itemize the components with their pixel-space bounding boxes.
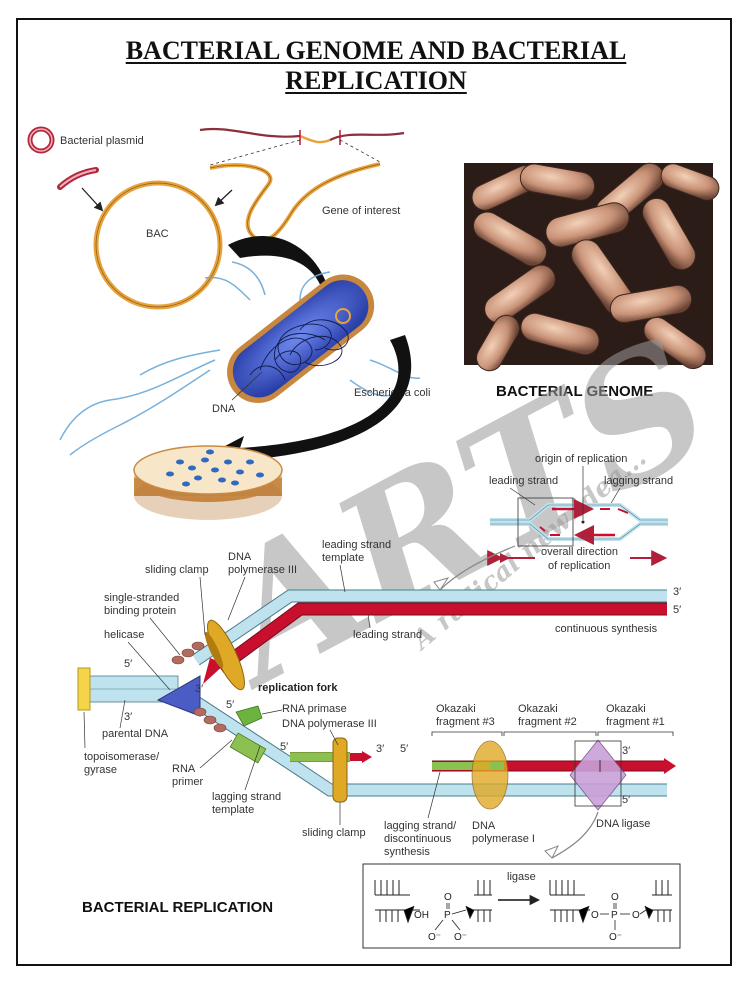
rna-primer-label-1: RNA [172, 763, 196, 775]
phosphate-left-o-top: O [444, 892, 452, 903]
leading-strand-label: leading strand [353, 629, 422, 641]
bac-ring [93, 180, 223, 310]
okazaki3-label-2: fragment #3 [436, 716, 495, 728]
lagging-strand-top-label: lagging strand [604, 475, 673, 487]
okazaki2-label-2: fragment #2 [518, 716, 577, 728]
dna-ligase [569, 739, 627, 811]
topoisomerase-label-2: gyrase [84, 764, 117, 776]
continuous-synthesis-label: continuous synthesis [555, 623, 658, 635]
ligase-zoom-box [574, 740, 622, 807]
lagging-template-label-1: lagging strand [212, 791, 281, 803]
bac-label: BAC [146, 228, 169, 240]
rna-primase-label: RNA primase [282, 703, 347, 715]
topoisomerase [77, 667, 91, 711]
okazaki2-label-1: Okazaki [518, 703, 558, 715]
leading-template-3prime: 3′ [673, 586, 681, 598]
genome-illustration: Bacterial plasmid BAC Gene of interest [27, 126, 430, 520]
phosphate-right-o-right: O [632, 910, 640, 921]
parental-5prime: 5′ [124, 658, 132, 670]
gene-segment [299, 134, 331, 144]
okazaki-primer-green [432, 762, 492, 770]
fork-3prime: 3′ [195, 683, 203, 695]
bac-in-cell [335, 308, 351, 324]
leading-template-label-2: template [322, 552, 364, 564]
origin-label: origin of replication [535, 453, 627, 465]
phosphate-left-o-bl: O⁻ [428, 932, 441, 943]
sliding-clamp-bottom [332, 737, 348, 803]
okazaki1-3prime: 3′ [622, 745, 630, 757]
phosphate-left-o-br: O⁻ [454, 932, 467, 943]
bacterial-replication-heading: BACTERIAL REPLICATION [82, 899, 273, 916]
dna-pol1-label-2: polymerase I [472, 833, 535, 845]
phosphate-left-p: P [444, 910, 451, 921]
replication-bubble: origin of replication leading strand lag… [433, 453, 673, 591]
parental-3prime: 3′ [124, 711, 132, 723]
primase-5prime: 5′ [226, 699, 234, 711]
ligase-right-comb [549, 880, 672, 924]
title-line-1: BACTERIAL GENOME AND BACTERIAL [125, 36, 627, 65]
genomic-dna-left [199, 127, 301, 138]
leading-strand-5prime: 5′ [673, 604, 681, 616]
hydroxyl-label: OH [414, 910, 429, 921]
okazaki3-label-1: Okazaki [436, 703, 476, 715]
dna-polymerase-1 [471, 740, 509, 810]
ssb-label-2: binding protein [104, 605, 176, 617]
okazaki1-5prime: 5′ [622, 794, 630, 806]
ecoli-micrograph [464, 162, 720, 372]
fragment-3-3prime: 3′ [376, 743, 384, 755]
dna-tangle [249, 319, 349, 381]
dna-pol1-label-1: DNA [472, 820, 496, 832]
title-line-2: REPLICATION [285, 66, 467, 95]
flagella [59, 261, 421, 456]
leading-strand [216, 603, 667, 673]
genomic-dna-right [329, 131, 405, 141]
gene-label: Gene of interest [322, 205, 400, 217]
dna-pol3-mid-label: DNA polymerase III [282, 718, 377, 730]
dna-ligase-label: DNA ligase [596, 818, 650, 830]
sliding-clamp-bottom-label: sliding clamp [302, 827, 366, 839]
overall-direction-label-1: overall direction [541, 546, 618, 558]
plasmid-label: Bacterial plasmid [60, 135, 144, 147]
dna-label: DNA [212, 403, 236, 415]
lagging-template-label-2: template [212, 804, 254, 816]
replication-labels: sliding clamp DNA polymerase III leading… [83, 539, 681, 858]
petri-dish [133, 445, 283, 520]
replication-fork-label: replication fork [258, 682, 338, 694]
helicase [156, 675, 201, 717]
replication-fork-diagram [77, 589, 676, 859]
phosphate-right-o-bottom: O⁻ [609, 932, 622, 943]
okazaki1-label-2: fragment #1 [606, 716, 665, 728]
zoom-box [517, 497, 574, 547]
parental-dna-label: parental DNA [102, 728, 169, 740]
phosphate-right-o-top: O [611, 892, 619, 903]
page-title: BACTERIAL GENOME AND BACTERIAL REPLICATI… [0, 36, 752, 96]
overall-direction-label-2: of replication [548, 560, 610, 572]
okazaki1-label-1: Okazaki [606, 703, 646, 715]
rna-primase [235, 705, 263, 727]
phosphate-right-p: P [611, 910, 618, 921]
leading-template-label-1: leading strand [322, 539, 391, 551]
ligase-label: ligase [507, 871, 536, 883]
bacterial-genome-heading: BACTERIAL GENOME [496, 383, 653, 400]
lagging-disc-label-3: synthesis [384, 846, 430, 858]
lagging-5prime: 5′ [280, 741, 288, 753]
helicase-label: helicase [104, 629, 144, 641]
phosphate-right-o-left: O [591, 910, 599, 921]
leading-strand-top-label: leading strand [489, 475, 558, 487]
fragment-3-5prime: 5′ [400, 743, 408, 755]
topoisomerase-label-1: topoisomerase/ [84, 751, 160, 763]
ssb-label-1: single-stranded [104, 592, 179, 604]
lagging-disc-label-1: lagging strand/ [384, 820, 457, 832]
dna-pol3-top-label-2: polymerase III [228, 564, 297, 576]
rna-primer-label-2: primer [172, 776, 204, 788]
dna-pol3-top-label-1: DNA [228, 551, 252, 563]
plasmid-fragment [57, 167, 99, 190]
sliding-clamp-top-label: sliding clamp [145, 564, 209, 576]
lagging-disc-label-2: discontinuous [384, 833, 452, 845]
ligase-inset: ligase OH P O O⁻ O⁻ [362, 863, 681, 949]
ligase-left-comb [374, 880, 492, 924]
gene-of-interest-strand [209, 162, 381, 243]
ssb-proteins [171, 641, 227, 733]
